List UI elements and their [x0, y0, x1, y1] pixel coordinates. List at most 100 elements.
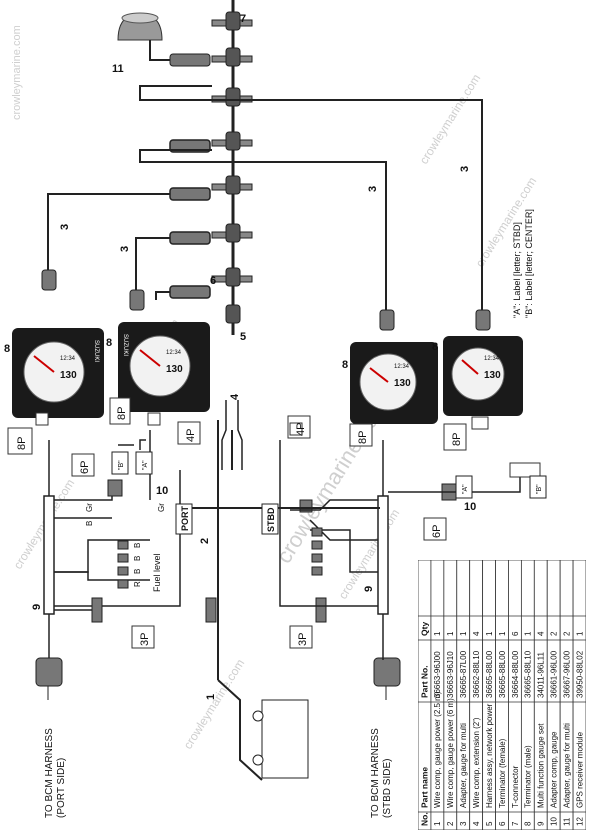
- fuel-pin-b: B: [133, 556, 142, 561]
- port-harness-side: (PORT SIDE): [56, 758, 67, 818]
- battery-icon: [252, 699, 309, 779]
- table-cell: 1: [575, 631, 584, 636]
- table-cell: 3: [459, 821, 468, 826]
- callout-8: 8: [4, 343, 10, 355]
- label-3p: 3P: [139, 633, 151, 646]
- fuel-pin-b: B: [133, 569, 142, 574]
- table-cell: Adapter, gauge for multi: [562, 723, 571, 808]
- label-8p: 8P: [451, 433, 463, 446]
- tag-a: "A": [142, 460, 149, 470]
- label-8p: 8P: [116, 407, 128, 420]
- callout-9: 9: [31, 604, 43, 610]
- table-cell: T-connector: [511, 765, 520, 808]
- wire-gr: Gr: [85, 503, 94, 512]
- table-cell: 10: [550, 817, 559, 826]
- callout-4: 4: [229, 393, 241, 400]
- label-8p: 8P: [357, 431, 369, 444]
- svg-text:130: 130: [484, 370, 501, 381]
- gauge-port: 130 12:34 SUZUKI: [12, 328, 104, 418]
- svg-text:130: 130: [166, 364, 183, 375]
- callout-9: 9: [363, 586, 375, 592]
- bcm-labels: TO BCM HARNESS (PORT SIDE) TO BCM HARNES…: [44, 686, 393, 818]
- table-header-cell: Part name: [419, 767, 429, 808]
- table-cell: Adapter comp, gauge: [550, 731, 559, 808]
- table-cell: GPS receiver module: [575, 731, 584, 808]
- callout-7: 7: [240, 13, 246, 25]
- callout-3: 3: [459, 166, 471, 172]
- table-cell: 7: [511, 821, 520, 826]
- connector-boxes: [7, 397, 541, 649]
- table-cell: 11: [562, 817, 571, 826]
- table-cell: Wire comp, extension (2'): [472, 717, 481, 808]
- cable-ends: [41, 269, 491, 331]
- table-cell: 8: [524, 821, 533, 826]
- svg-text:130: 130: [60, 370, 77, 381]
- gauge-center-2: 130 12:34: [443, 336, 523, 416]
- callout-8: 8: [432, 341, 438, 353]
- table-cell: Terminator (male): [524, 745, 533, 808]
- label-4p: 4P: [295, 423, 307, 436]
- table-cell: 1: [498, 631, 507, 636]
- stbd-tag: STBD: [266, 507, 276, 532]
- table-cell: 2: [550, 631, 559, 636]
- table-cell: Terminator (female): [498, 738, 507, 808]
- callout-3: 3: [367, 186, 379, 192]
- callout-5: 5: [240, 331, 246, 343]
- fuel-pin-b: B: [133, 543, 142, 548]
- table-cell: 1: [524, 631, 533, 636]
- gps-receiver-icon: [117, 12, 211, 67]
- connector-labels: 8P 6P 8P 4P 3P 4P 8P 6P 3P 8P: [16, 407, 463, 646]
- wire-b: B: [85, 521, 94, 526]
- tag-b: "B": [536, 484, 543, 494]
- wire-color-labels: Gr B Gr B B B R Fuel level: [85, 503, 166, 592]
- legend-notes: "A": Label [letter; STBD] "B": Label [le…: [512, 209, 534, 318]
- table-cell: 36663-96J10: [446, 651, 455, 698]
- port-harness-label: TO BCM HARNESS: [44, 728, 55, 818]
- note-a: "A": Label [letter; STBD]: [512, 222, 522, 318]
- callout-11: 11: [112, 63, 124, 75]
- table-cell: 36662-88L10: [472, 650, 481, 698]
- callout-10: 10: [464, 501, 476, 513]
- svg-text:12:34: 12:34: [484, 356, 500, 362]
- tag-a: "A": [462, 484, 469, 494]
- table-cell: 2: [446, 821, 455, 826]
- table-cell: 36661-96L00: [550, 650, 559, 698]
- table-cell: 1: [433, 631, 442, 636]
- table-cell: 12: [575, 817, 584, 826]
- svg-text:130: 130: [394, 378, 411, 389]
- watermark: crowleymarine.com: [11, 25, 23, 120]
- svg-text:12:34: 12:34: [60, 356, 76, 362]
- callout-3: 3: [119, 246, 131, 252]
- label-4p: 4P: [185, 429, 197, 442]
- gauge-stbd: 130 12:34: [350, 342, 438, 424]
- network-backbone: [211, 0, 253, 335]
- gauge-power-wire: [180, 420, 380, 781]
- svg-text:SUZUKI: SUZUKI: [93, 340, 99, 362]
- svg-text:12:34: 12:34: [166, 350, 182, 356]
- extension-wire: [221, 400, 243, 470]
- label-6p: 6P: [431, 525, 443, 538]
- table-cell: 1: [459, 631, 468, 636]
- table-cell: 9: [537, 821, 546, 826]
- table-cell: 2: [562, 631, 571, 636]
- stbd-harness-label: TO BCM HARNESS: [370, 728, 381, 818]
- table-cell: 36665-87L00: [459, 650, 468, 698]
- table-cell: 36664-88L00: [511, 650, 520, 698]
- watermark: crowleymarine.com: [181, 657, 248, 752]
- harness-tags: PORT STBD: [175, 503, 279, 535]
- label-tags: "B" "A" "A" "B": [111, 451, 547, 499]
- table-cell: Wire comp, gauge power (2.5 m): [433, 691, 442, 808]
- table-cell: 34011-96L11: [537, 651, 546, 698]
- note-b: "B": Label [letter; CENTER]: [524, 209, 534, 318]
- fuel-pin-r: R: [133, 581, 142, 587]
- branch-adapters: [169, 139, 211, 299]
- callout-8: 8: [106, 337, 112, 349]
- table-header-cell: Qty: [419, 622, 429, 636]
- table-header-cell: No.: [419, 812, 429, 826]
- label-3p: 3P: [297, 633, 309, 646]
- callouts: 11 7 3 3 3 3 6 5 4 8 8 8 8 10 10 2 9 9 1: [4, 13, 476, 700]
- callout-2: 2: [199, 538, 211, 544]
